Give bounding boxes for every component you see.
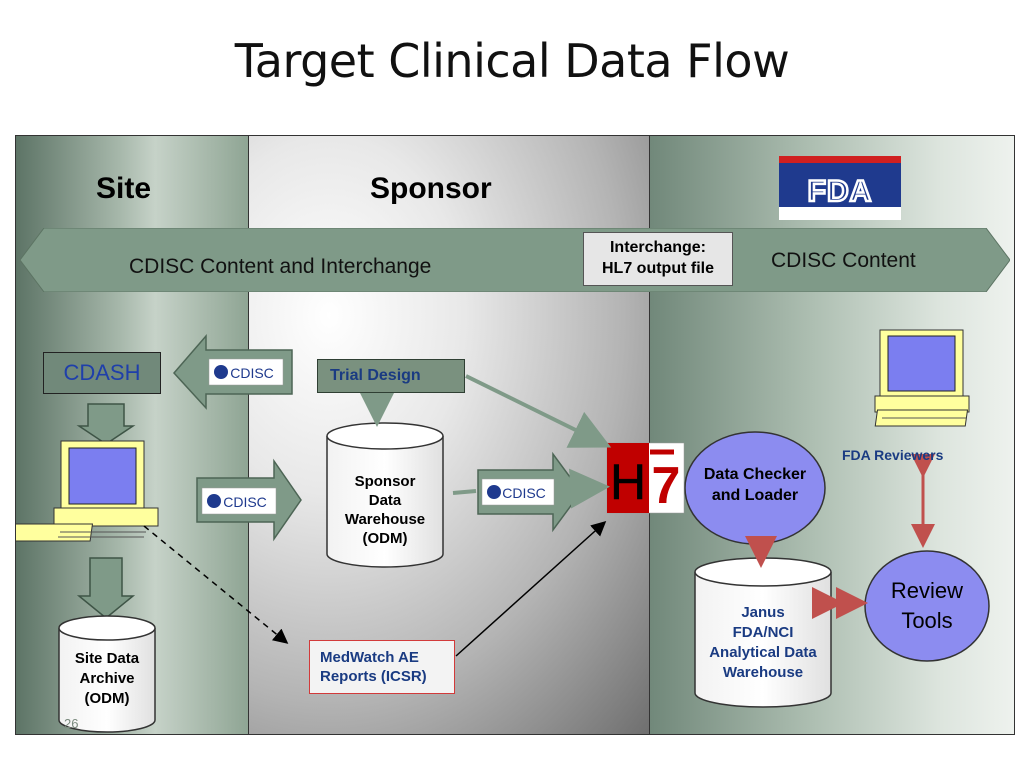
trial-design-to-hl7 xyxy=(465,374,612,448)
hl7-logo: H 7 xyxy=(606,442,685,515)
sponsor-warehouse-line-4: (ODM) xyxy=(362,530,408,547)
arrow-cdash-to-computer xyxy=(76,403,136,445)
janus-line-2: FDA/NCI xyxy=(732,624,794,641)
janus-label: Janus FDA/NCI Analytical Data Warehouse xyxy=(695,603,831,683)
cdisc-logo-icon xyxy=(207,494,221,508)
sponsor-data-warehouse xyxy=(326,422,444,568)
interchange-line-1: Interchange: xyxy=(609,239,706,256)
sponsor-warehouse-line-3: Warehouse xyxy=(344,511,426,528)
data-checker-line-1: Data Checker xyxy=(703,466,807,483)
warehouse-to-cdisc-arrow xyxy=(452,489,477,495)
janus-warehouse xyxy=(694,557,832,708)
cdisc-logo-text: CDISC xyxy=(230,365,274,381)
site-archive-line-1: Site Data xyxy=(74,650,140,667)
interchange-line-2: HL7 output file xyxy=(602,260,714,277)
content-band xyxy=(20,228,1010,292)
janus-line-3: Analytical Data xyxy=(709,644,817,661)
review-tools-line-2: Tools xyxy=(901,608,953,633)
svg-text:7: 7 xyxy=(652,457,681,515)
site-data-archive xyxy=(58,615,156,733)
fda-logo: FDA xyxy=(779,156,901,220)
computer-to-medwatch-dashed xyxy=(143,525,289,644)
cdisc-logo-text: CDISC xyxy=(502,485,546,501)
band-left-label: CDISC Content and Interchange xyxy=(129,255,432,278)
site-archive-label: Site Data Archive (ODM) xyxy=(59,649,155,709)
cdash-box: CDASH xyxy=(43,352,161,394)
diagram-drawing: CDISC CDISC CDISC xyxy=(16,329,990,733)
sponsor-warehouse-line-2: Data xyxy=(368,492,402,509)
sponsor-warehouse-line-1: Sponsor xyxy=(354,473,416,490)
site-computer-icon xyxy=(16,440,159,542)
data-checker-line-2: and Loader xyxy=(711,487,799,504)
trial-design-box: Trial Design xyxy=(317,359,465,393)
site-heading: Site xyxy=(96,172,152,205)
cdisc-arrow-to-cdash: CDISC xyxy=(172,333,293,410)
arrow-computer-to-archive xyxy=(76,557,136,619)
fda-logo-text: FDA xyxy=(808,175,873,208)
sponsor-warehouse-label: Sponsor Data Warehouse (ODM) xyxy=(327,472,443,548)
cdisc-arrow-warehouse-to-hl7: CDISC xyxy=(477,451,582,533)
band-right-label: CDISC Content xyxy=(771,249,916,272)
cdisc-logo-icon xyxy=(487,485,501,499)
medwatch-box: MedWatch AE Reports (ICSR) xyxy=(309,640,455,694)
medwatch-line-2: Reports (ICSR) xyxy=(320,668,427,685)
interchange-box: Interchange: HL7 output file xyxy=(583,232,733,286)
site-archive-line-2: Archive xyxy=(79,670,135,687)
cdisc-arrow-site-to-sponsor: CDISC xyxy=(196,458,302,542)
janus-line-1: Janus xyxy=(741,604,785,621)
janus-line-4: Warehouse xyxy=(722,664,804,681)
fda-logo-mark: FDA xyxy=(779,174,901,220)
diagram-panel: Site Sponsor FDA CDISC Content and Inter… xyxy=(15,135,1015,735)
medwatch-to-hl7 xyxy=(455,520,607,657)
site-archive-line-3: (ODM) xyxy=(84,690,130,707)
fda-reviewers-label: FDA Reviewers xyxy=(842,447,944,463)
svg-text:H: H xyxy=(610,454,646,510)
slide-title: Target Clinical Data Flow xyxy=(234,34,790,88)
fda-reviewer-computer-icon xyxy=(874,329,970,427)
data-checker-label: Data Checker and Loader xyxy=(685,464,825,506)
medwatch-line-1: MedWatch AE xyxy=(320,649,419,666)
cdisc-logo-icon xyxy=(214,365,228,379)
review-tools-line-1: Review xyxy=(890,578,964,603)
review-tools-label: Review Tools xyxy=(865,576,989,636)
sponsor-heading: Sponsor xyxy=(370,172,492,205)
cdisc-logo-text: CDISC xyxy=(223,494,267,510)
slide-number: 26 xyxy=(64,716,79,731)
cdisc-arrow-to-hl7 xyxy=(569,468,610,509)
